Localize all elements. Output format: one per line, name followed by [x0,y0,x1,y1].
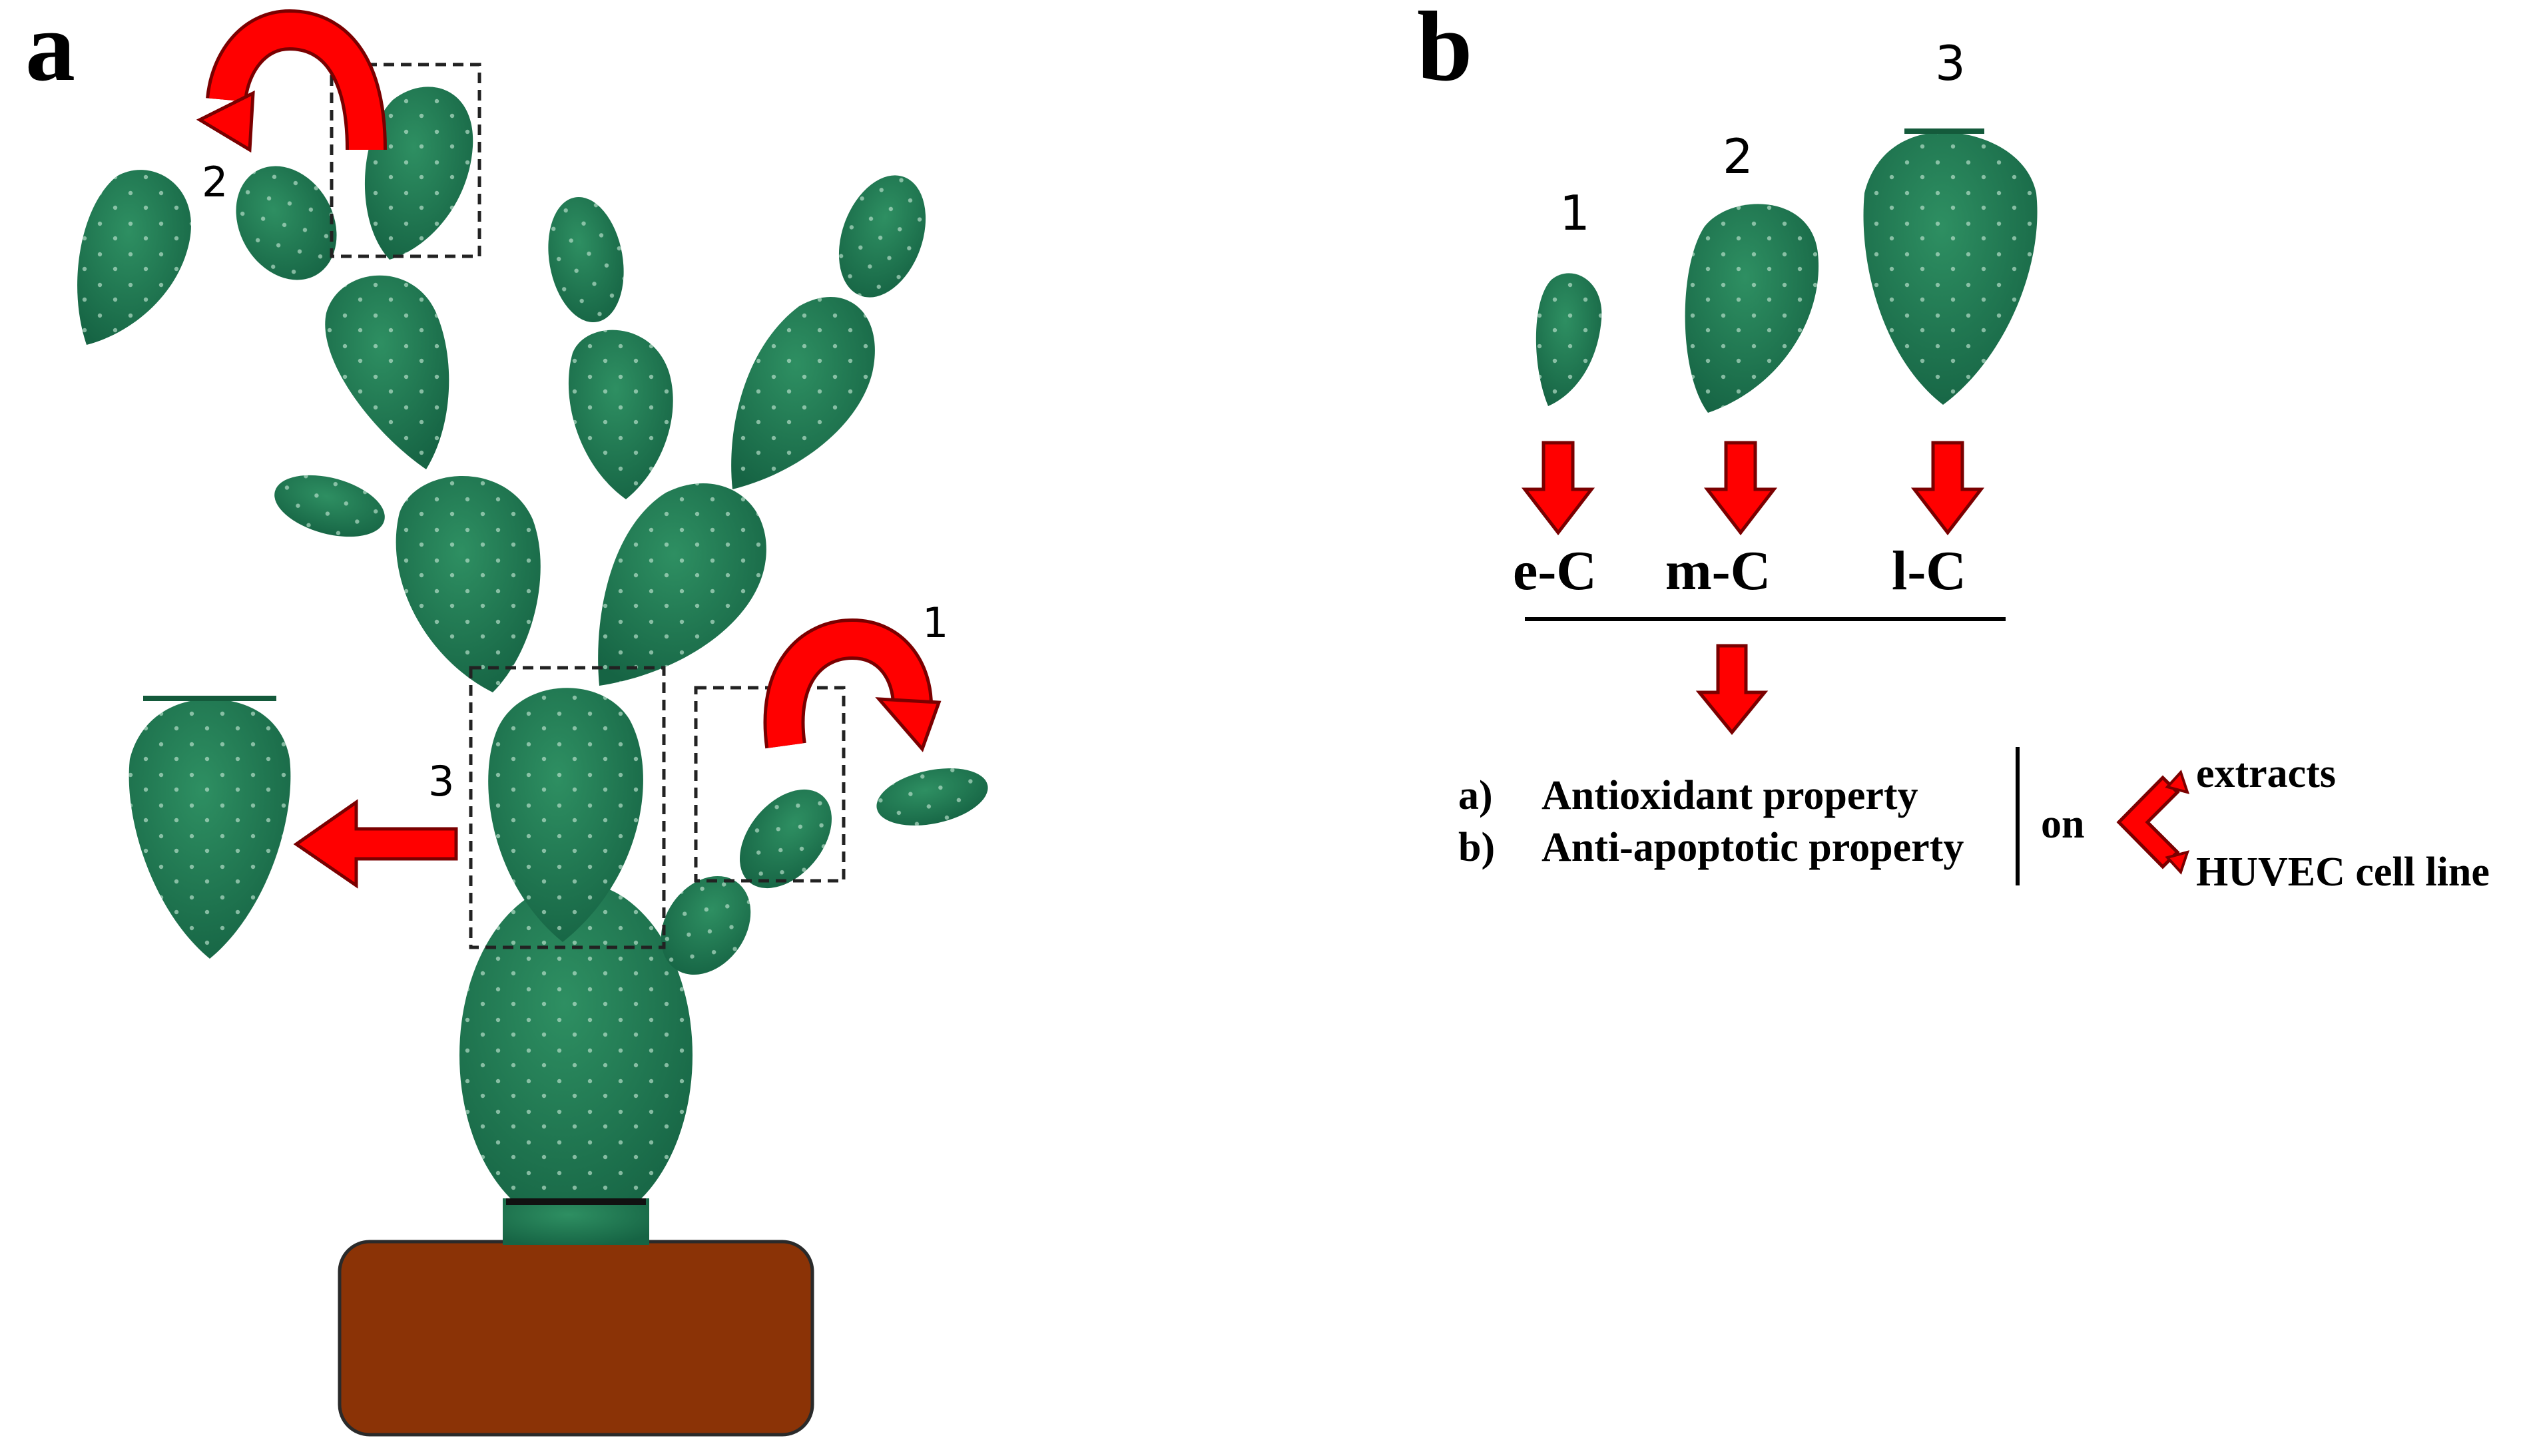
property-marker-a: a) [1458,773,1493,818]
detached-pad-2 [77,170,191,346]
selection-box-3 [469,666,666,949]
panel-a: a [25,0,988,1437]
stage-label-late: l-C [1892,540,1966,602]
stage-number-2: 2 [1723,128,1753,184]
down-arrow-late [1910,441,1985,536]
step-label-1: 1 [922,599,948,647]
curved-arrow-1 [763,618,942,752]
target-extracts: extracts [2196,751,2336,796]
split-chevron-arrow [2116,770,2190,875]
cactus-pad-left-mid [396,476,541,692]
cactus-pad-right-mid [598,483,766,686]
cactus-pad-right-top [838,175,926,298]
step-label-3: 3 [428,757,454,806]
stage-pad-late [1863,128,2038,405]
step-label-2: 2 [202,158,228,206]
cactus-pad-upper-left [325,275,449,469]
cactus-plant [236,87,926,1245]
panel-b: b 1 2 3 e-C m-C l-C [1417,0,2490,895]
curved-arrow-2 [196,9,387,153]
cactus-pad-boxed-2 [364,87,473,260]
cactus-pad-center [488,688,643,942]
cactus-pad-top-left-small [236,166,337,280]
detached-pad-3 [129,696,291,959]
flower-pot [338,1240,814,1437]
down-arrow-middle [1703,441,1778,536]
selection-box-2 [330,63,481,258]
stage-label-early: e-C [1513,540,1597,602]
on-label: on [2041,802,2084,847]
cactus-pad-left-small [274,475,385,537]
stage-number-3: 3 [1935,35,1966,91]
stage-pad-early [1536,273,1602,406]
cactus-pad-boxed-1 [740,789,832,889]
stage-number-1: 1 [1559,185,1590,241]
panel-a-letter: a [25,0,75,102]
property-anti-apoptotic: Anti-apoptotic property [1542,825,1964,870]
down-arrow-central [1695,644,1769,735]
cactus-pad-center-column-upper [548,196,624,323]
target-huvec: HUVEC cell line [2196,849,2490,895]
detached-pad-1 [876,768,988,826]
property-marker-b: b) [1458,825,1495,870]
stage-pad-middle [1685,204,1819,413]
down-arrow-early [1521,441,1595,536]
straight-arrow-3 [293,799,458,889]
cactus-pad-lower-right [661,875,751,975]
property-antioxidant: Antioxidant property [1542,773,1918,818]
cactus-pad-base [459,882,693,1245]
stage-label-middle: m-C [1665,540,1771,602]
cactus-pad-center-column-lower [568,330,673,499]
panel-b-letter: b [1417,0,1472,102]
cactus-pad-right-branch [731,297,875,489]
